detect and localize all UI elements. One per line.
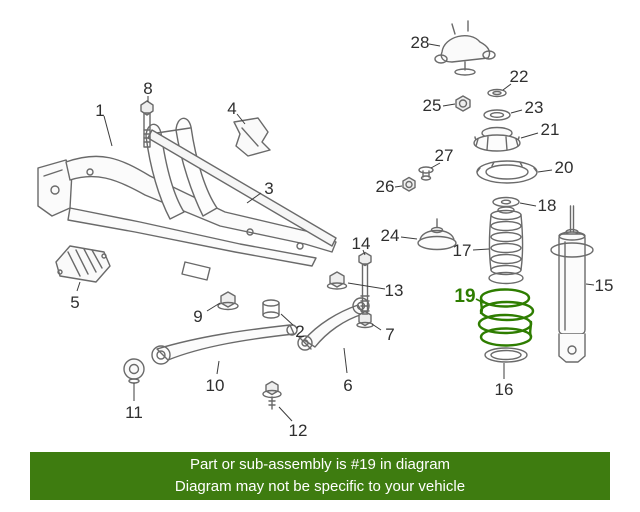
callout-27: 27 — [435, 146, 454, 165]
callout-20: 20 — [555, 158, 574, 177]
part-seal-23 — [483, 109, 511, 121]
part-nut-25 — [455, 95, 471, 112]
callout-13: 13 — [385, 281, 404, 300]
part-subframe — [37, 117, 337, 281]
part-bushing-11 — [123, 358, 145, 384]
banner-line-1: Part or sub-assembly is #19 in diagram — [189, 455, 451, 473]
part-spring-pad-20 — [476, 160, 538, 184]
callout-5: 5 — [70, 293, 79, 312]
callout-18: 18 — [538, 196, 557, 215]
callout-10: 10 — [206, 376, 225, 395]
callout-22: 22 — [510, 67, 529, 86]
callout-9: 9 — [193, 307, 202, 326]
part-nut-26 — [402, 176, 416, 192]
callout-4: 4 — [227, 99, 236, 118]
callout-7: 7 — [385, 325, 394, 344]
callout-3: 3 — [264, 179, 273, 198]
part-coil-spring-19 — [477, 288, 535, 347]
part-strut-15 — [550, 205, 594, 363]
callout-26: 26 — [376, 177, 395, 196]
part-nut-13 — [326, 271, 348, 290]
part-dust-boot-17 — [488, 206, 524, 285]
callout-28: 28 — [411, 33, 430, 52]
part-bracket-plate-4 — [233, 117, 271, 157]
part-mount-24 — [417, 218, 457, 251]
callout-15: 15 — [595, 276, 614, 295]
callouts: 1 2 3 4 5 6 7 8 9 10 11 12 13 14 15 16 1… — [70, 33, 613, 440]
callout-17: 17 — [453, 241, 472, 260]
callout-1: 1 — [95, 101, 104, 120]
highlight-banner: Part or sub-assembly is #19 in diagram D… — [30, 452, 610, 500]
leader-lines — [76, 43, 595, 422]
callout-21: 21 — [541, 120, 560, 139]
callout-25: 25 — [423, 96, 442, 115]
callout-8: 8 — [143, 79, 152, 98]
callout-16: 16 — [495, 380, 514, 399]
part-bushing-2 — [262, 299, 280, 319]
callout-2: 2 — [295, 322, 304, 341]
part-nut-9 — [217, 291, 239, 311]
callout-19-highlighted: 19 — [454, 286, 475, 307]
callout-23: 23 — [525, 98, 544, 117]
callout-12: 12 — [289, 421, 308, 440]
part-spring-pad-16 — [484, 347, 528, 363]
callout-11: 11 — [125, 403, 143, 422]
banner-line-2: Diagram may not be specific to your vehi… — [174, 478, 466, 495]
part-washer-18 — [492, 196, 520, 208]
callout-24: 24 — [381, 226, 400, 245]
part-ribbed-bracket-5 — [55, 245, 111, 283]
part-control-arm-10 — [151, 324, 298, 365]
callout-6: 6 — [343, 376, 352, 395]
part-spring-seat-21 — [473, 126, 521, 152]
part-cap-27 — [418, 166, 434, 181]
part-strut-mount-28 — [434, 20, 496, 76]
part-bolt-14 — [358, 251, 372, 315]
part-bolt-8 — [140, 100, 154, 148]
part-washer-22 — [487, 88, 507, 98]
callout-14: 14 — [352, 234, 371, 253]
part-control-arm-6 — [297, 297, 370, 351]
part-bolt-12 — [262, 380, 282, 410]
